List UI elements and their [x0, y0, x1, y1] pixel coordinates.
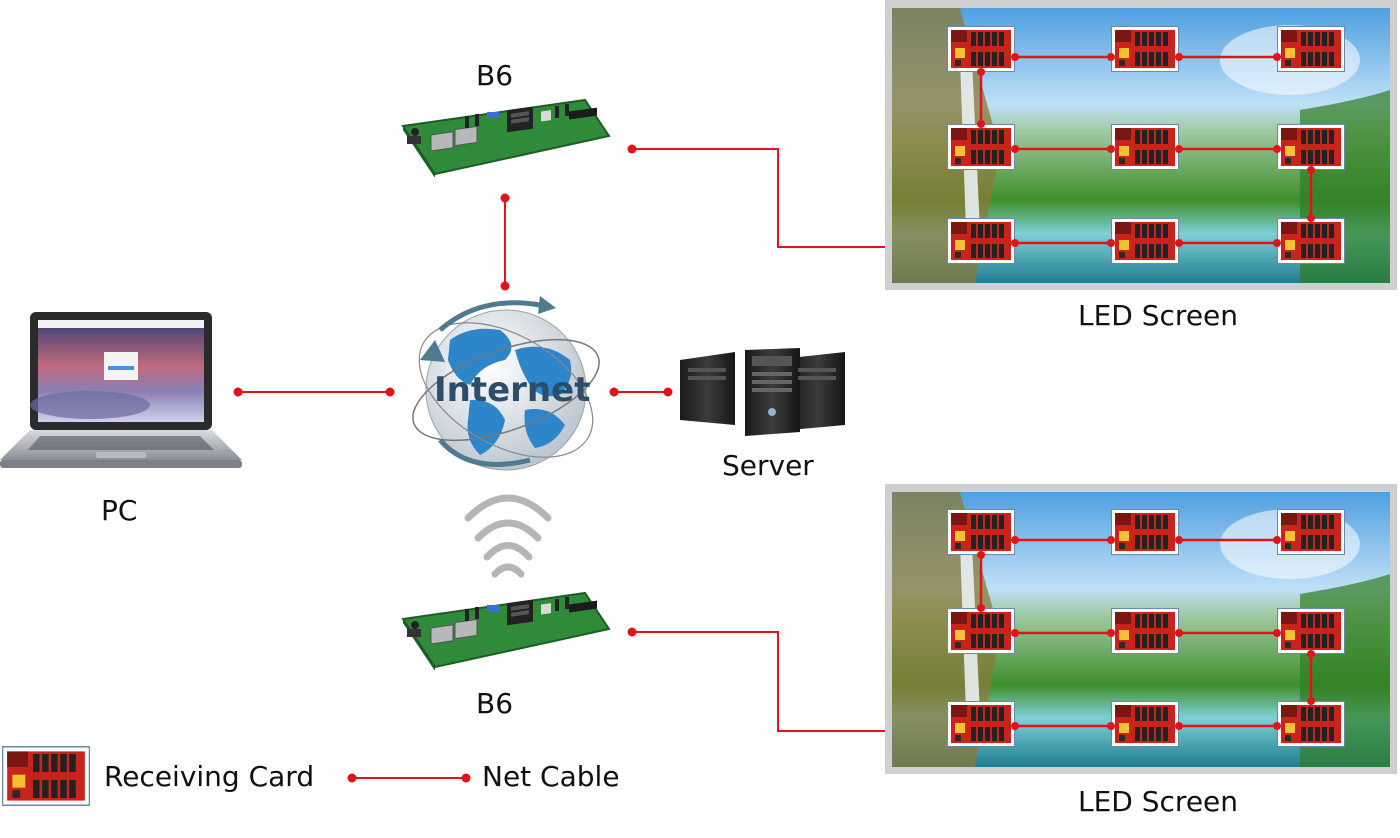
receiving-card-icon	[947, 701, 1015, 747]
label-server: Server	[722, 449, 814, 482]
receiving-card-icon	[947, 608, 1015, 654]
receiving-card-icon	[1277, 218, 1345, 264]
receiving-card-icon	[947, 218, 1015, 264]
label-led-screen-bottom: LED Screen	[1078, 785, 1239, 818]
controller-board-icon	[401, 591, 611, 670]
receiving-card-icon	[1277, 608, 1345, 654]
net-cables	[238, 148, 950, 779]
laptop-icon	[0, 312, 242, 468]
receiving-card-icon	[1277, 124, 1345, 170]
receiving-card-icon	[2, 746, 90, 806]
led-bottom-cards	[947, 509, 1345, 747]
cable-b6-bottom-led-bottom	[632, 631, 950, 732]
cable-b6-top-led-top	[632, 148, 950, 248]
receiving-card-icon	[947, 124, 1015, 170]
cable-endpoints	[233, 144, 955, 783]
label-pc: PC	[101, 494, 138, 527]
globe-icon	[412, 296, 600, 471]
label-internet: Internet	[434, 370, 591, 410]
b6-board-bottom	[401, 591, 611, 670]
legend-net-cable-label: Net Cable	[482, 760, 620, 793]
led-screen-bottom	[885, 484, 1397, 774]
receiving-card-icon	[1277, 701, 1345, 747]
receiving-card-icon	[1277, 509, 1345, 555]
server-icon	[680, 348, 845, 436]
receiving-card-icon	[1111, 701, 1179, 747]
label-led-screen-top: LED Screen	[1078, 299, 1239, 332]
receiving-card-icon	[947, 509, 1015, 555]
receiving-card-icon	[1111, 608, 1179, 654]
label-b6-bottom: B6	[476, 687, 514, 720]
receiving-card-icon	[1111, 26, 1179, 72]
led-top-cards	[947, 26, 1345, 264]
label-b6-top: B6	[476, 59, 514, 92]
legend-receiving-card	[2, 746, 90, 806]
wifi-signal-icon	[464, 494, 552, 578]
receiving-card-icon	[1111, 124, 1179, 170]
controller-board-icon	[401, 98, 611, 177]
receiving-card-icon	[947, 26, 1015, 72]
receiving-card-icon	[1111, 218, 1179, 264]
receiving-card-icon	[1111, 509, 1179, 555]
receiving-card-icon	[1277, 26, 1345, 72]
led-screen-top	[885, 0, 1397, 290]
legend-receiving-card-label: Receiving Card	[104, 760, 315, 793]
b6-board-top	[401, 98, 611, 177]
